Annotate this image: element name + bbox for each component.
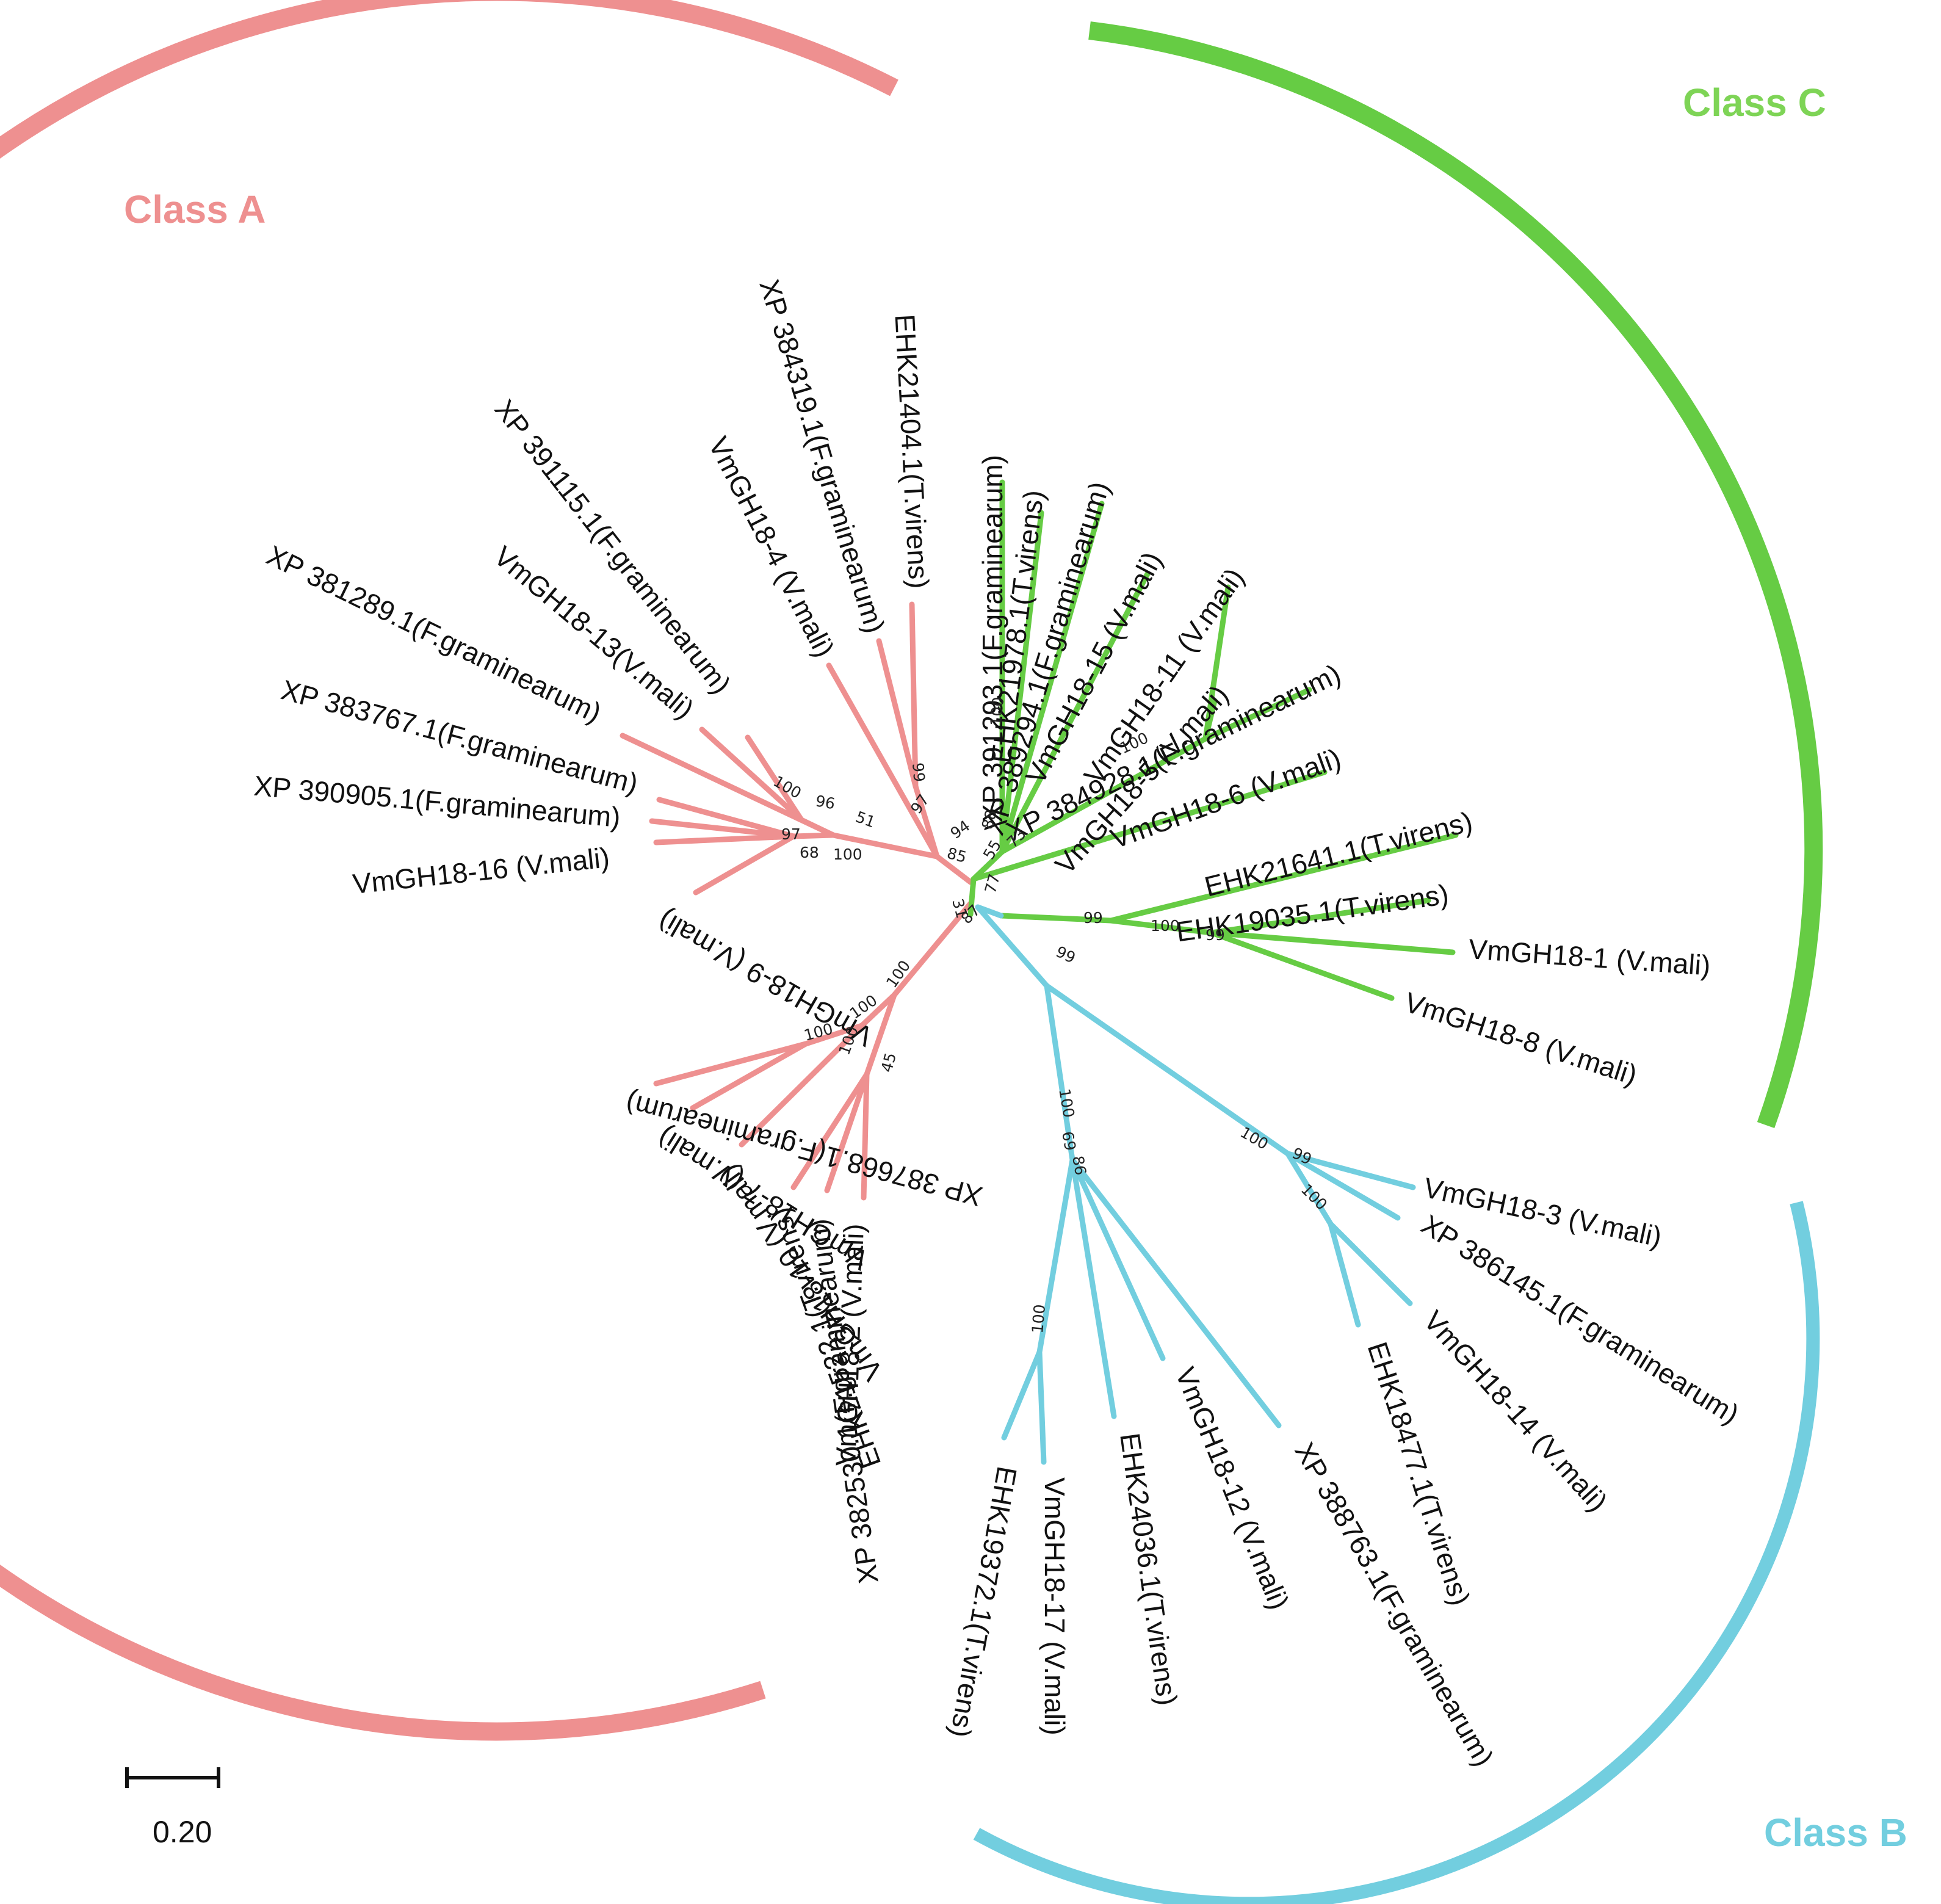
bootstrap-value: 45 (878, 1051, 900, 1074)
class-c-arc (1088, 21, 1823, 1129)
bootstrap-value: 100 (1151, 917, 1180, 935)
bootstrap-value: 68 (800, 844, 819, 861)
bootstrap-value: 94 (947, 817, 974, 842)
leaf-label: EHK19372.1(T.virens) (944, 1464, 1023, 1740)
leaf-labels: XP 391293.1(F.graminearum) EHK21978.1(T.… (253, 275, 1744, 1771)
bootstrap-value: 100 (1055, 1087, 1078, 1119)
class-a-arc (0, 0, 898, 1741)
class-b-arc (973, 1201, 1820, 1904)
leaf-label: VmGH18-1 (V.mali) (1467, 933, 1711, 982)
leaf-label: EHK21404.1(T.virens) (889, 313, 934, 589)
class-b-label: Class B (1764, 1811, 1907, 1855)
bootstrap-value: 100 (1298, 1181, 1331, 1214)
class-a-branches (620, 601, 974, 1201)
bootstrap-value: 86 (1069, 1154, 1090, 1176)
bootstrap-value: 99 (1053, 943, 1078, 967)
leaf-label: XP 386145.1(F.graminearum) (1416, 1208, 1745, 1430)
leaf-label: XP 388763.1(F.graminearum) (1289, 1437, 1500, 1772)
leaf-label: XP 391293.1(F.graminearum) (977, 455, 1008, 823)
bootstrap-value: 96 (814, 792, 836, 813)
leaf-label: VmGH18-16 (V.mali) (351, 841, 611, 900)
bootstrap-value: 100 (802, 1019, 835, 1044)
bootstrap-value: 99 (1205, 926, 1225, 944)
leaf-label: VmGH18-12 (V.mali) (1169, 1363, 1296, 1613)
bootstrap-value: 100 (833, 845, 862, 863)
bootstrap-value: 100 (1237, 1123, 1271, 1153)
scale-bar: 0.20 (125, 1767, 220, 1849)
bootstrap-value: 97 (781, 825, 801, 843)
leaf-label: EHK24036.1(T.virens) (1114, 1431, 1184, 1707)
bootstrap-value: 99 (909, 762, 928, 783)
bootstrap-value: 99 (1083, 909, 1103, 927)
bootstrap-value: 100 (1028, 1303, 1049, 1334)
leaf-label: VmGH18-17 (V.mali) (1039, 1477, 1071, 1736)
bootstrap-value: 100 (987, 696, 1007, 726)
bootstrap-value: 69 (1058, 1130, 1079, 1152)
class-c-branches (967, 479, 1459, 1001)
class-b-branches (975, 904, 1416, 1465)
leaf-label: VmGH18-8 (V.mali) (1401, 986, 1641, 1091)
class-a-label: Class A (124, 187, 266, 231)
scale-bar-label: 0.20 (153, 1815, 212, 1849)
bootstrap-value: 51 (853, 808, 878, 831)
class-c-label: Class C (1683, 81, 1826, 125)
